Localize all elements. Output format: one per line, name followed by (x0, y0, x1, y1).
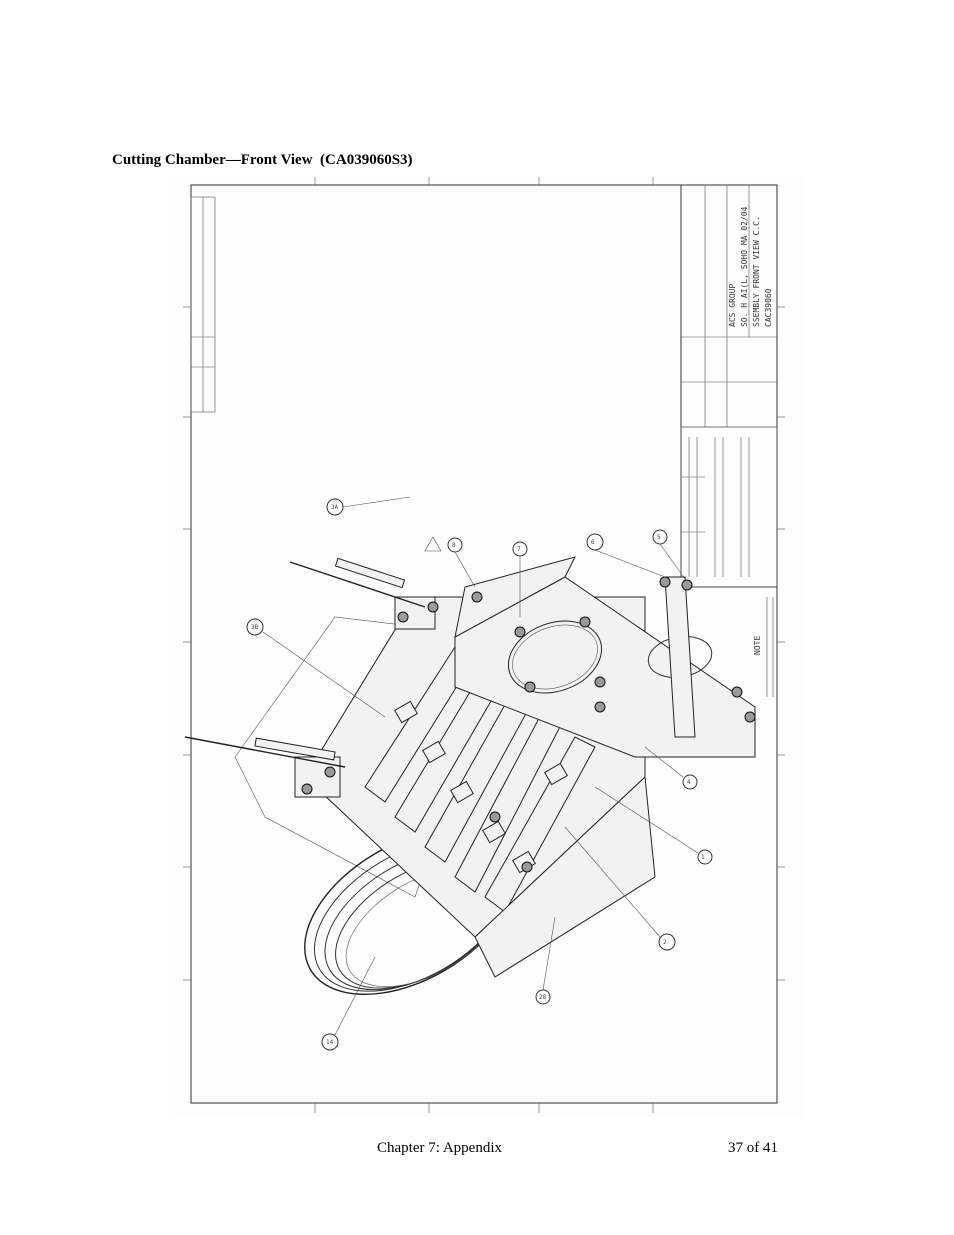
callout-balloon-1: 3A (326, 496, 411, 516)
callout-balloon-11: 14 (321, 956, 376, 1051)
callout-balloon-2: 3B (246, 618, 386, 718)
title-block-name: SSEMBLY FRONT VIEW C.C. (752, 216, 761, 327)
callout-balloon-9: 2 (564, 826, 676, 951)
title-block-company: ACS GROUP (728, 283, 737, 327)
svg-text:14: 14 (326, 1039, 334, 1046)
svg-text:8: 8 (452, 542, 456, 549)
svg-text:3A: 3A (331, 504, 339, 511)
inspection-cover (507, 620, 603, 694)
callout-balloon-3: 8 (447, 537, 476, 588)
callout-balloon-4: 7 (512, 541, 528, 617)
zone-ticks (183, 177, 785, 1113)
cutting-chamber-assembly (184, 556, 756, 996)
page-title: Cutting Chamber—Front View (CA039060S3) (112, 152, 413, 168)
note-text: NOTE (753, 597, 774, 697)
callout-balloon-10: 28 (535, 916, 556, 1005)
callout-balloon-5: 6 (586, 533, 666, 578)
knife-holders (394, 700, 568, 874)
side-bracket (664, 576, 696, 738)
svg-text:1: 1 (701, 854, 705, 861)
notes-block (680, 426, 778, 588)
title-block-address: SO. H AI(L, SOHO MA 02/04 (740, 206, 749, 327)
drawing-svg: ACS GROUP SO. H AI(L, SOHO MA 02/04 SSEM… (183, 177, 785, 1113)
svg-text:4: 4 (687, 779, 691, 786)
svg-text:28: 28 (539, 994, 547, 1001)
revision-triangle-icon (424, 536, 442, 552)
note-label: NOTE (753, 636, 762, 655)
bearing-housing-rear (294, 756, 341, 798)
knife-bars (364, 646, 596, 913)
callout-balloon-8: 1 (594, 786, 713, 865)
revision-block (190, 196, 216, 413)
bolts (301, 576, 756, 873)
svg-text:2: 2 (663, 939, 667, 946)
sheet-border (190, 184, 778, 1104)
svg-text:3B: 3B (251, 624, 259, 631)
svg-text:7: 7 (517, 546, 521, 553)
svg-text:6: 6 (591, 539, 595, 546)
title-block-number: CAC39060 (764, 288, 773, 327)
callouts: 3A 3B 8 7 6 (246, 496, 713, 1051)
gas-springs (184, 557, 426, 768)
title-block: ACS GROUP SO. H AI(L, SOHO MA 02/04 SSEM… (680, 184, 778, 588)
callout-balloon-7: 4 (644, 746, 698, 790)
svg-text:5: 5 (657, 534, 661, 541)
footer-chapter: Chapter 7: Appendix (377, 1140, 502, 1156)
engineering-drawing: ACS GROUP SO. H AI(L, SOHO MA 02/04 SSEM… (175, 177, 803, 1117)
callout-balloon-6: 5 (652, 529, 686, 580)
base-frame (474, 775, 656, 978)
front-plate-top (454, 556, 576, 638)
footer-page-number: 37 of 41 (728, 1140, 778, 1156)
